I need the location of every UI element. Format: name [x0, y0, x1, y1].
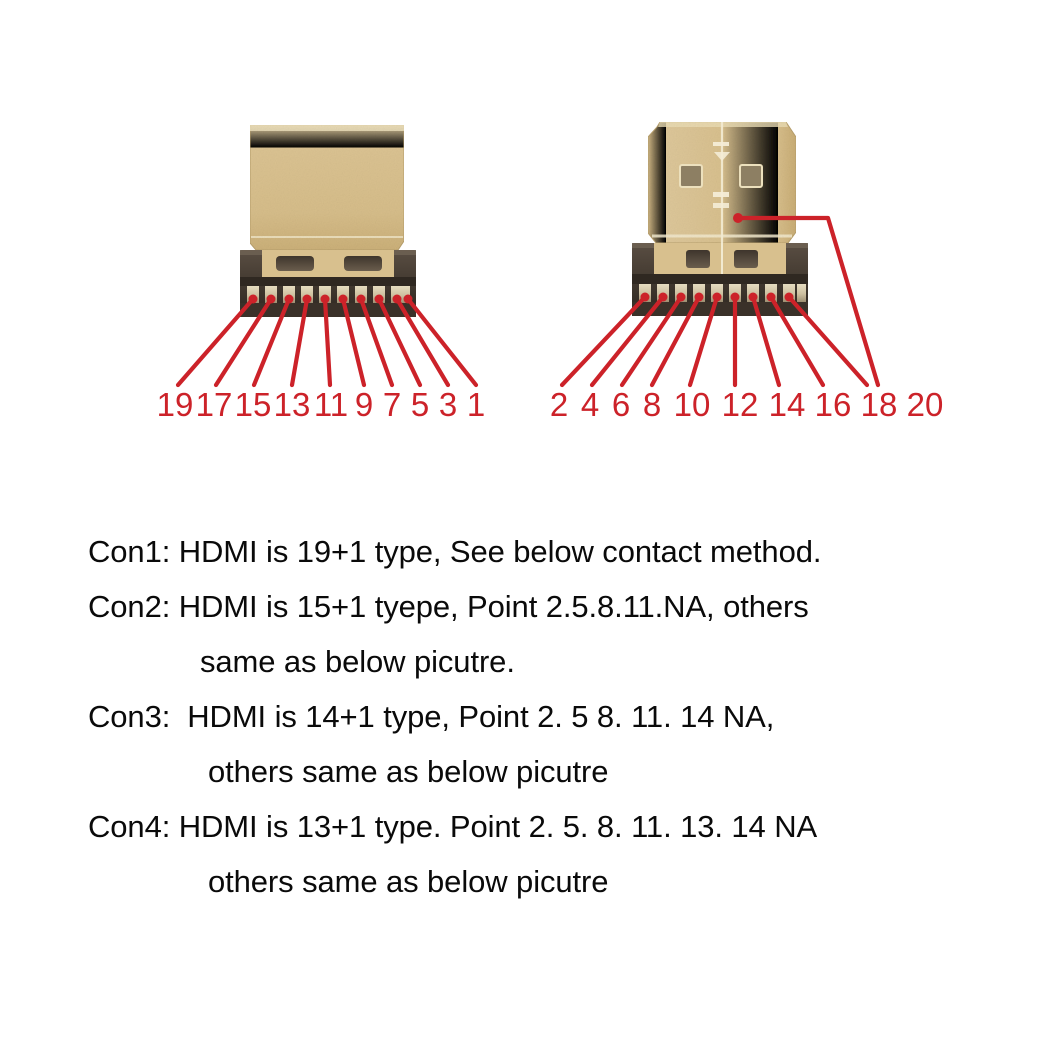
- right-leader-dot: [730, 292, 740, 302]
- left-leader-1: [405, 296, 479, 388]
- left-connector-graphic: 19 17 15 13 11 9 7 5 3 1: [157, 124, 486, 423]
- pin-label-1: 1: [467, 386, 485, 423]
- right-leader-dot: [694, 292, 704, 302]
- note-line-con3-cont: others same as below picutre: [208, 754, 609, 789]
- left-leader-17: [213, 296, 274, 388]
- pin-label-6: 6: [612, 386, 630, 423]
- left-latch-slot-1: [276, 256, 314, 271]
- right-leader-8: [649, 294, 702, 388]
- right-shell-hole-left: [679, 164, 703, 188]
- pin-label-12: 12: [722, 386, 759, 423]
- pin-label-8: 8: [643, 386, 661, 423]
- left-pin-shelf: [240, 277, 416, 286]
- right-pin-labels: 2 4 6 8 10 12 14 16 18 20: [550, 386, 944, 423]
- left-pin-labels: 19 17 15 13 11 9 7 5 3 1: [157, 386, 486, 423]
- left-leader-dot: [392, 294, 402, 304]
- right-leader-16: [768, 294, 826, 388]
- pin-label-18: 18: [861, 386, 898, 423]
- pin-label-9: 9: [355, 386, 373, 423]
- pin-label-3: 3: [439, 386, 457, 423]
- left-leader-15: [251, 296, 292, 388]
- right-leader-dot: [676, 292, 686, 302]
- left-leader-19: [175, 296, 256, 388]
- left-leader-dot: [320, 294, 330, 304]
- left-latch-slot-2: [344, 256, 382, 271]
- right-leader-2: [559, 294, 648, 388]
- pin-label-13: 13: [274, 386, 311, 423]
- right-seam-notch-top: [713, 142, 729, 146]
- note-line-con2: Con2: HDMI is 15+1 tyepe, Point 2.5.8.11…: [88, 589, 809, 624]
- left-leader-dot: [302, 294, 312, 304]
- left-leader-dot: [338, 294, 348, 304]
- connector-diagram-svg: 19 17 15 13 11 9 7 5 3 1: [157, 121, 944, 423]
- left-leader-dot: [284, 294, 294, 304]
- pin-label-19: 19: [157, 386, 194, 423]
- pin-label-11: 11: [314, 386, 348, 423]
- pin-label-7: 7: [383, 386, 401, 423]
- right-leader-lines: [559, 294, 870, 388]
- right-seam-arrow: [714, 152, 730, 161]
- right-leader-14: [750, 294, 782, 388]
- pin-label-4: 4: [581, 386, 599, 423]
- left-leader-dot: [248, 294, 258, 304]
- left-shell-body: [249, 124, 405, 251]
- left-leader-3: [394, 296, 451, 388]
- right-housing-gold-plate: [654, 243, 786, 274]
- note-line-con4: Con4: HDMI is 13+1 type. Point 2. 5. 8. …: [88, 809, 818, 844]
- right-shell-callout-dot: [733, 213, 743, 223]
- right-pin-shelf: [632, 274, 808, 284]
- pin-label-15: 15: [235, 386, 272, 423]
- right-leader-dots: [640, 213, 794, 302]
- right-connector-graphic: 2 4 6 8 10 12 14 16 18 20: [550, 121, 944, 423]
- pin-label-14: 14: [769, 386, 806, 423]
- left-leader-11: [322, 296, 333, 388]
- notes-block: Con1: HDMI is 19+1 type, See below conta…: [88, 524, 988, 909]
- right-seam-notch-low: [713, 203, 729, 208]
- left-leader-7: [358, 296, 395, 388]
- right-latch-slot-1: [686, 250, 710, 268]
- right-leader-dot: [712, 292, 722, 302]
- right-seam-notch-mid: [713, 192, 729, 197]
- right-pin: [797, 284, 806, 302]
- pin-label-16: 16: [815, 386, 852, 423]
- note-line-con2-cont: same as below picutre.: [200, 644, 515, 679]
- note-line-con1: Con1: HDMI is 19+1 type, See below conta…: [88, 534, 822, 569]
- connector-diagram: 19 17 15 13 11 9 7 5 3 1: [0, 0, 1056, 470]
- pin-label-2: 2: [550, 386, 568, 423]
- left-leader-lines: [175, 296, 479, 388]
- left-leader-5: [376, 296, 423, 388]
- left-leader-dots: [248, 294, 413, 304]
- pin-label-10: 10: [674, 386, 711, 423]
- left-leader-dot: [403, 294, 413, 304]
- right-shell-hole-right: [739, 164, 763, 188]
- left-leader-dot: [374, 294, 384, 304]
- note-line-con4-cont: others same as below picutre: [208, 864, 609, 899]
- left-leader-9: [340, 296, 367, 388]
- left-leader-13: [289, 296, 310, 388]
- right-leader-4: [589, 294, 666, 388]
- right-leader-10: [687, 294, 720, 388]
- pin-label-17: 17: [196, 386, 233, 423]
- right-leader-dot: [784, 292, 794, 302]
- left-shell-top-highlight: [250, 125, 404, 131]
- right-leader-dot: [640, 292, 650, 302]
- left-leader-dot: [356, 294, 366, 304]
- right-leader-20-shell-callout: [735, 215, 881, 388]
- pin-label-20: 20: [907, 386, 944, 423]
- right-leader-dot: [658, 292, 668, 302]
- right-leader-dot: [748, 292, 758, 302]
- left-leader-dot: [266, 294, 276, 304]
- right-latch-slot-2: [734, 250, 758, 268]
- right-leader-dot: [766, 292, 776, 302]
- right-leader-6: [619, 294, 684, 388]
- left-pin: [400, 286, 410, 303]
- right-leader-18: [786, 294, 870, 388]
- pin-label-5: 5: [411, 386, 429, 423]
- note-line-con3: Con3: HDMI is 14+1 type, Point 2. 5 8. 1…: [88, 699, 775, 734]
